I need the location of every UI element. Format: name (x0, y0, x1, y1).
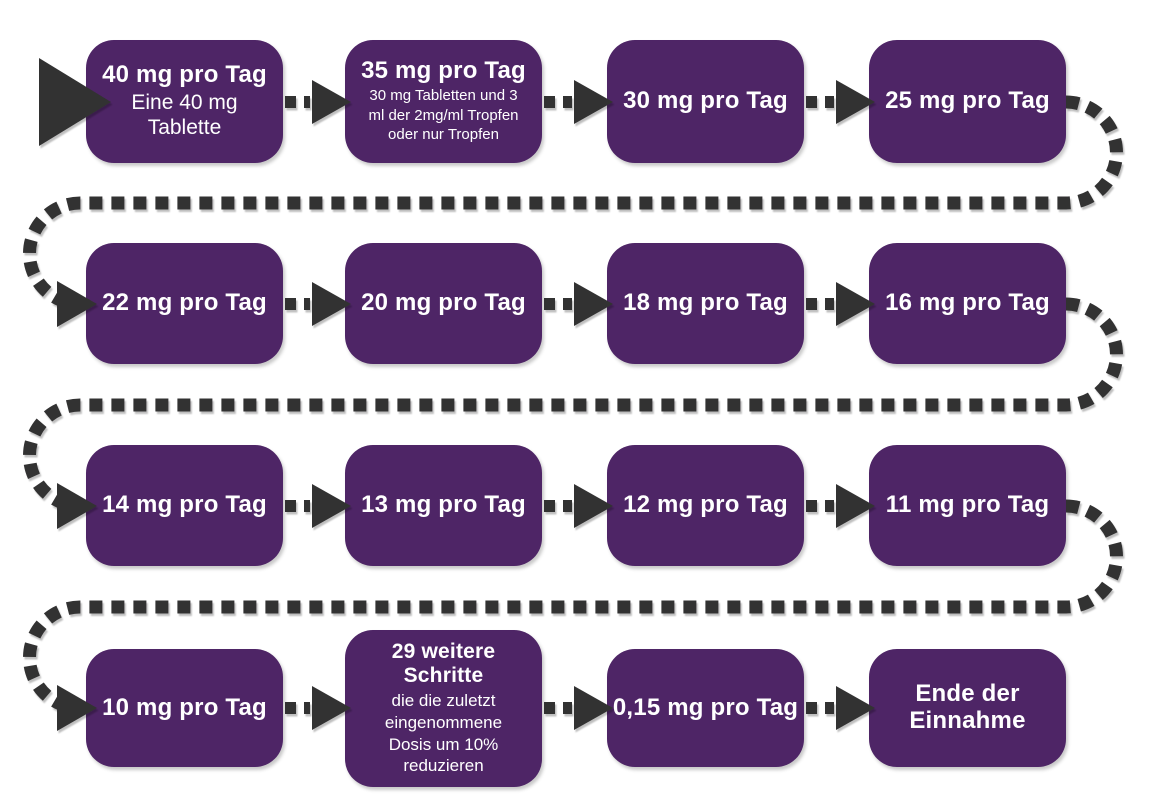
step-title: 12 mg pro Tag (623, 491, 788, 519)
step-title: 30 mg pro Tag (623, 87, 788, 115)
step-subtitle: Eine 40 mg Tablette (131, 91, 238, 139)
flow-step-r2c2: 20 mg pro Tag (345, 243, 542, 364)
flow-step-r2c3: 18 mg pro Tag (607, 243, 804, 364)
flow-step-r3c2: 13 mg pro Tag (345, 445, 542, 566)
step-title: 16 mg pro Tag (885, 289, 1050, 317)
flow-step-r2c4: 16 mg pro Tag (869, 243, 1066, 364)
step-subtitle: die die zuletzt eingenommene Dosis um 10… (384, 691, 503, 776)
step-title: Ende der Einnahme (909, 680, 1026, 734)
flow-step-r3c3: 12 mg pro Tag (607, 445, 804, 566)
step-title: 11 mg pro Tag (885, 491, 1050, 519)
step-title: 0,15 mg pro Tag (612, 693, 799, 721)
step-title: 10 mg pro Tag (102, 693, 267, 721)
step-title: 13 mg pro Tag (361, 491, 526, 519)
step-title: 25 mg pro Tag (885, 87, 1050, 115)
step-title: 20 mg pro Tag (361, 289, 526, 317)
flow-step-r2c1: 22 mg pro Tag (86, 243, 283, 364)
step-title: 22 mg pro Tag (102, 289, 267, 317)
flow-step-r3c1: 14 mg pro Tag (86, 445, 283, 566)
step-title: 29 weitere Schritte (391, 639, 496, 687)
flow-step-r1c3: 30 mg pro Tag (607, 40, 804, 163)
flow-step-r4c3: 0,15 mg pro Tag (607, 649, 804, 767)
step-title: 40 mg pro Tag (102, 61, 267, 89)
flow-step-r4c4: Ende der Einnahme (869, 649, 1066, 767)
flow-step-r3c4: 11 mg pro Tag (869, 445, 1066, 566)
step-title: 18 mg pro Tag (623, 289, 788, 317)
step-subtitle: 30 mg Tabletten und 3 ml der 2mg/ml Trop… (368, 87, 519, 144)
flow-step-r4c1: 10 mg pro Tag (86, 649, 283, 767)
flow-step-r1c4: 25 mg pro Tag (869, 40, 1066, 163)
step-title: 35 mg pro Tag (361, 57, 526, 85)
step-title: 14 mg pro Tag (102, 491, 267, 519)
